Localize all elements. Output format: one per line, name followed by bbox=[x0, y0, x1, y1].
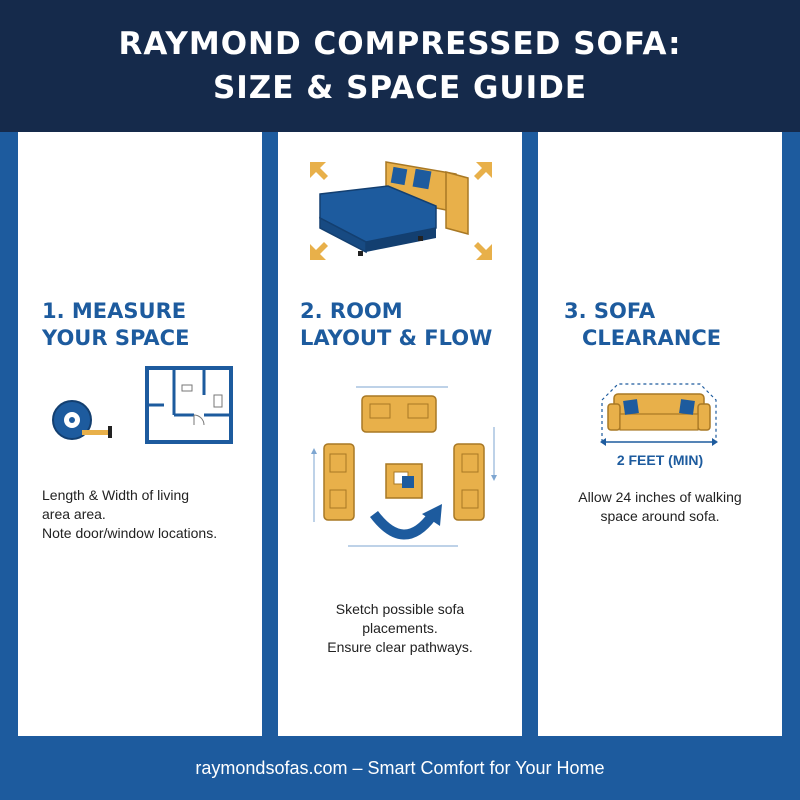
step-panel-clearance: 3. SOFA CLEARANCE 2 FEET (MIN) Allow 24 … bbox=[538, 132, 782, 736]
page-header: RAYMOND COMPRESSED SOFA: SIZE & SPACE GU… bbox=[0, 0, 800, 132]
step-2-heading: 2. ROOM LAYOUT & FLOW bbox=[300, 298, 492, 352]
clearance-dimension-label: 2 FEET (MIN) bbox=[616, 452, 704, 468]
step-2-heading-line-1: 2. ROOM bbox=[300, 299, 403, 323]
step-3-heading-line-1: 3. SOFA bbox=[564, 299, 656, 323]
expand-arrow-icon bbox=[474, 242, 492, 260]
step-3-heading: 3. SOFA CLEARANCE bbox=[564, 298, 721, 352]
step-2-heading-line-2: LAYOUT & FLOW bbox=[300, 326, 493, 350]
step-1-heading-line-1: 1. MEASURE bbox=[42, 299, 187, 323]
page-title-line-2: SIZE & SPACE GUIDE bbox=[212, 70, 588, 106]
step-3-heading-line-2: CLEARANCE bbox=[582, 326, 722, 350]
expand-arrow-icon bbox=[310, 162, 328, 180]
room-layout-icon bbox=[311, 386, 497, 547]
step-1-heading-line-2: YOUR SPACE bbox=[42, 326, 190, 350]
footer-text: raymondsofas.com – Smart Comfort for You… bbox=[195, 757, 605, 778]
step-1-heading: 1. MEASURE YOUR SPACE bbox=[42, 298, 189, 352]
sectional-sofa-icon bbox=[310, 161, 492, 260]
step-3-text-line-1: Allow 24 inches of walking bbox=[578, 489, 742, 505]
step-2-description: Sketch possible sofa placements. Ensure … bbox=[278, 600, 522, 657]
step-3-text-line-2: space around sofa. bbox=[600, 508, 720, 524]
step-1-text-line-3: Note door/window locations. bbox=[42, 525, 218, 541]
step-2-text-line-3: Ensure clear pathways. bbox=[327, 639, 473, 655]
step-3-description: Allow 24 inches of walking space around … bbox=[538, 488, 782, 526]
step-2-text-line-2: placements. bbox=[362, 620, 438, 636]
expand-arrow-icon bbox=[474, 162, 492, 180]
sofa-clearance-icon bbox=[600, 383, 718, 446]
floor-plan-icon bbox=[145, 366, 233, 444]
step-1-text-line-2: area area. bbox=[42, 506, 106, 522]
step-1-text-line-1: Length & Width of living bbox=[42, 487, 190, 503]
page-title-line-1: RAYMOND COMPRESSED SOFA: bbox=[118, 26, 682, 62]
step-1-description: Length & Width of living area area. Note… bbox=[42, 486, 217, 543]
page-footer: raymondsofas.com – Smart Comfort for You… bbox=[0, 736, 800, 800]
expand-arrow-icon bbox=[310, 242, 328, 260]
step-2-text-line-1: Sketch possible sofa bbox=[335, 601, 465, 617]
step-panel-layout: 2. ROOM LAYOUT & FLOW Sketch possible so… bbox=[278, 132, 522, 736]
step-panel-measure: 1. MEASURE YOUR SPACE Length & Width of … bbox=[18, 132, 262, 736]
tape-measure-icon bbox=[52, 400, 112, 440]
